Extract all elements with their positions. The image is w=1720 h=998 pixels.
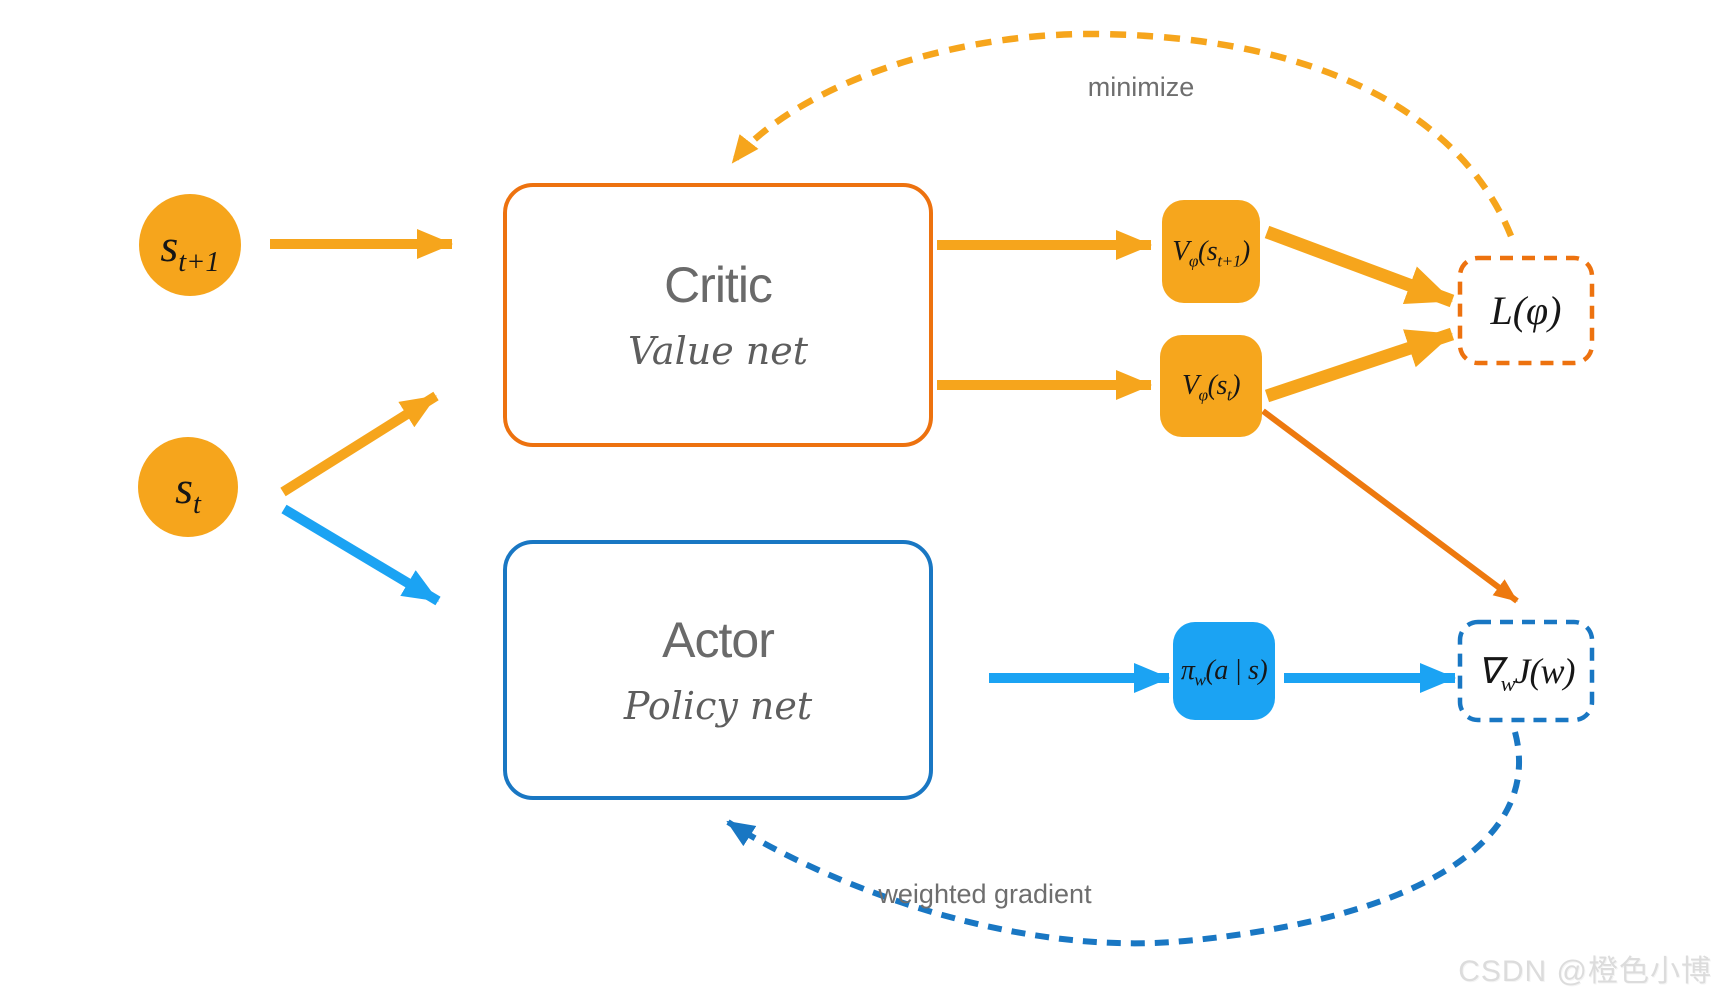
arrow-state-t-to-critic [280, 391, 439, 497]
edge-weighted-gradient-feedback [726, 731, 1523, 947]
grad-box-border [1457, 619, 1595, 723]
node-actor: Actor Policy net [503, 540, 933, 800]
grad-label: ∇wJ(w) [1477, 651, 1576, 697]
node-v-t: Vφ(st) [1160, 335, 1262, 437]
node-state-next: st+1 [139, 194, 241, 296]
arrow-v-t-to-loss [1264, 327, 1455, 403]
loss-box-border [1457, 255, 1595, 366]
critic-subtitle: Value net [627, 329, 809, 373]
node-critic: Critic Value net [503, 183, 933, 447]
node-state-t: st [138, 437, 238, 537]
node-grad: ∇wJ(w) [1460, 622, 1592, 720]
critic-title: Critic [664, 257, 773, 313]
minimize-label: minimize [1087, 72, 1195, 102]
arrow-state-t-to-actor [281, 504, 441, 606]
csdn-watermark: CSDN @橙色小博 [1458, 955, 1712, 988]
loss-label: L(φ) [1490, 288, 1562, 333]
node-v-next: Vφ(st+1) [1162, 200, 1260, 303]
node-loss: L(φ) [1460, 258, 1592, 363]
actor-title: Actor [662, 612, 775, 668]
weighted-gradient-label: weighted gradient [878, 879, 1092, 909]
v-t-label: Vφ(st) [1181, 370, 1241, 405]
arrow-v-t-to-grad [1261, 408, 1519, 604]
v-next-label: Vφ(st+1) [1172, 235, 1250, 271]
actor-subtitle: Policy net [623, 684, 813, 728]
arrow-v-next-to-loss [1264, 225, 1455, 308]
node-policy: πw(a | s) [1173, 622, 1275, 720]
state-next-label: st+1 [160, 219, 220, 278]
edge-minimize-feedback [730, 30, 1515, 238]
state-t-label: st [175, 461, 201, 520]
policy-label: πw(a | s) [1180, 655, 1268, 690]
